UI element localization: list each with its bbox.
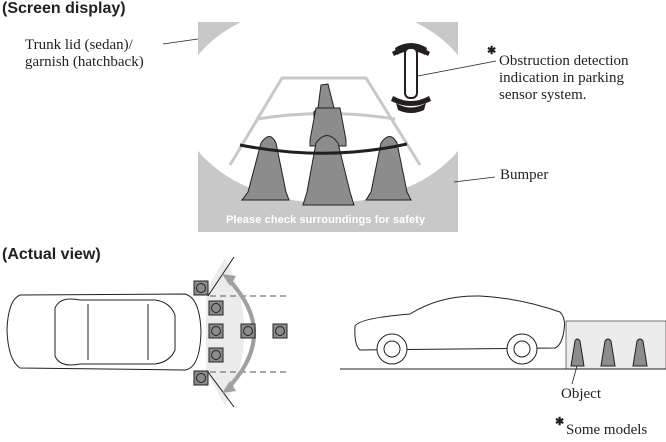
trunk-lid-label-line1: Trunk lid (sedan)/ xyxy=(25,37,133,53)
object-label: Object xyxy=(561,386,601,402)
parking-sensor-indicator xyxy=(391,43,431,113)
obstruction-label-line2: indication in parking xyxy=(499,70,624,86)
trunk-lid-leader xyxy=(162,38,199,45)
bumper-label: Bumper xyxy=(500,167,549,183)
distance-guide-line xyxy=(239,142,408,155)
obstruction-label-line3: sensor system. xyxy=(499,87,587,103)
screen-safety-message: Please check surroundings for safety xyxy=(226,214,426,226)
footnote-label: Some models xyxy=(566,422,648,438)
guide-line-outer xyxy=(228,76,422,166)
cone-right xyxy=(365,136,412,201)
obstruction-leader xyxy=(417,60,497,77)
footnote-asterisk-icon: ✱ xyxy=(555,416,565,428)
obstruction-asterisk-icon: ✱ xyxy=(487,45,497,57)
rear-camera-screen xyxy=(162,22,497,232)
car-side-view xyxy=(354,295,565,365)
trunk-lid-label-line2: garnish (hatchback) xyxy=(25,54,144,70)
bumper-leader xyxy=(453,176,496,183)
cone-left xyxy=(241,136,290,201)
actual-view-heading: (Actual view) xyxy=(2,246,101,263)
cone-mid xyxy=(309,107,347,147)
side-cones xyxy=(570,338,648,367)
car-top-view xyxy=(6,293,202,371)
object-leader xyxy=(571,365,578,385)
cones-on-screen xyxy=(241,83,412,206)
obstruction-label-line1: Obstruction detection xyxy=(499,53,629,69)
cone-markers xyxy=(193,280,288,386)
top-view-diagram xyxy=(6,256,290,408)
car-icon xyxy=(404,47,418,99)
side-view-diagram xyxy=(340,295,666,385)
detection-area xyxy=(206,258,245,405)
screen-display-heading: (Screen display) xyxy=(2,0,126,17)
trunk-lid-label: Trunk lid (sedan)/ garnish (hatchback) xyxy=(25,37,144,71)
obstruction-label: Obstruction detection indication in park… xyxy=(499,53,629,104)
